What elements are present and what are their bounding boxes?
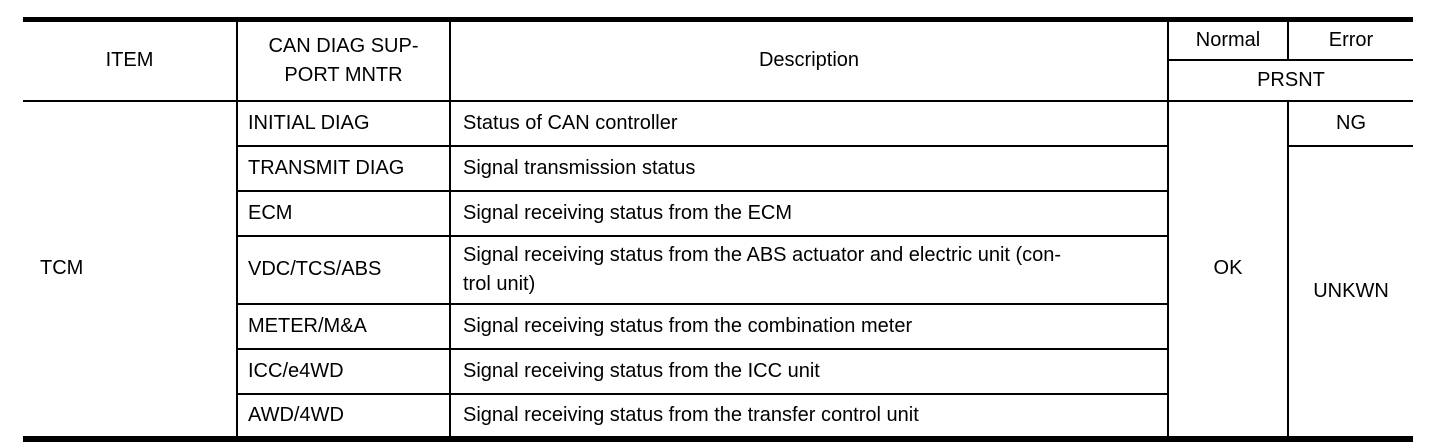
description-cell: Signal receiving status from the combina… xyxy=(449,302,1169,350)
table-row: TRANSMIT DIAG Signal transmission status… xyxy=(23,144,1413,440)
table-row: AWD/4WD Signal receiving status from the… xyxy=(23,392,1413,440)
header-can-diag-line1: CAN DIAG SUP- xyxy=(268,34,419,57)
error-unkwn-cell: UNKWN xyxy=(1287,144,1413,440)
mntr-cell: INITIAL DIAG xyxy=(236,99,451,147)
description-cell: Signal receiving status from the ECM xyxy=(449,189,1169,237)
mntr-cell: VDC/TCS/ABS xyxy=(236,234,451,305)
table-row: METER/M&A Signal receiving status from t… xyxy=(23,302,1413,350)
can-diag-support-table: ITEM CAN DIAG SUP- PORT MNTR Description… xyxy=(23,17,1413,442)
description-cell: Status of CAN controller xyxy=(449,99,1169,147)
header-description: Description xyxy=(449,18,1169,102)
header-normal: Normal xyxy=(1167,18,1289,61)
table-row: VDC/TCS/ABS Signal receiving status from… xyxy=(23,234,1413,305)
can-diag-support-table-wrap: ITEM CAN DIAG SUP- PORT MNTR Description… xyxy=(23,17,1413,442)
header-error: Error xyxy=(1287,18,1413,61)
table-row: ECM Signal receiving status from the ECM xyxy=(23,189,1413,237)
error-ng-cell: NG xyxy=(1287,99,1413,147)
mntr-cell: TRANSMIT DIAG xyxy=(236,144,451,192)
description-cell: Signal transmission status xyxy=(449,144,1169,192)
header-prsnt: PRSNT xyxy=(1167,58,1413,102)
description-cell: Signal receiving status from the transfe… xyxy=(449,392,1169,440)
mntr-cell: AWD/4WD xyxy=(236,392,451,440)
table-row: TCM INITIAL DIAG Status of CAN controlle… xyxy=(23,99,1413,440)
mntr-cell: ICC/e4WD xyxy=(236,347,451,395)
description-line2: trol unit) xyxy=(463,272,536,295)
header-can-diag-support-mntr: CAN DIAG SUP- PORT MNTR xyxy=(236,18,451,102)
header-row-2: PRSNT xyxy=(23,58,1413,102)
header-can-diag-line2: PORT MNTR xyxy=(284,63,403,86)
description-line1: Signal receiving status from the ABS act… xyxy=(463,243,1062,266)
description-cell: Signal receiving status from the ABS act… xyxy=(449,234,1169,305)
header-item: ITEM xyxy=(23,18,238,102)
normal-value-cell: OK xyxy=(1167,99,1289,440)
mntr-cell: METER/M&A xyxy=(236,302,451,350)
description-cell: Signal receiving status from the ICC uni… xyxy=(449,347,1169,395)
mntr-cell: ECM xyxy=(236,189,451,237)
item-value-cell: TCM xyxy=(23,99,238,440)
header-row-1: ITEM CAN DIAG SUP- PORT MNTR Description… xyxy=(23,18,1413,102)
table-row: ICC/e4WD Signal receiving status from th… xyxy=(23,347,1413,395)
